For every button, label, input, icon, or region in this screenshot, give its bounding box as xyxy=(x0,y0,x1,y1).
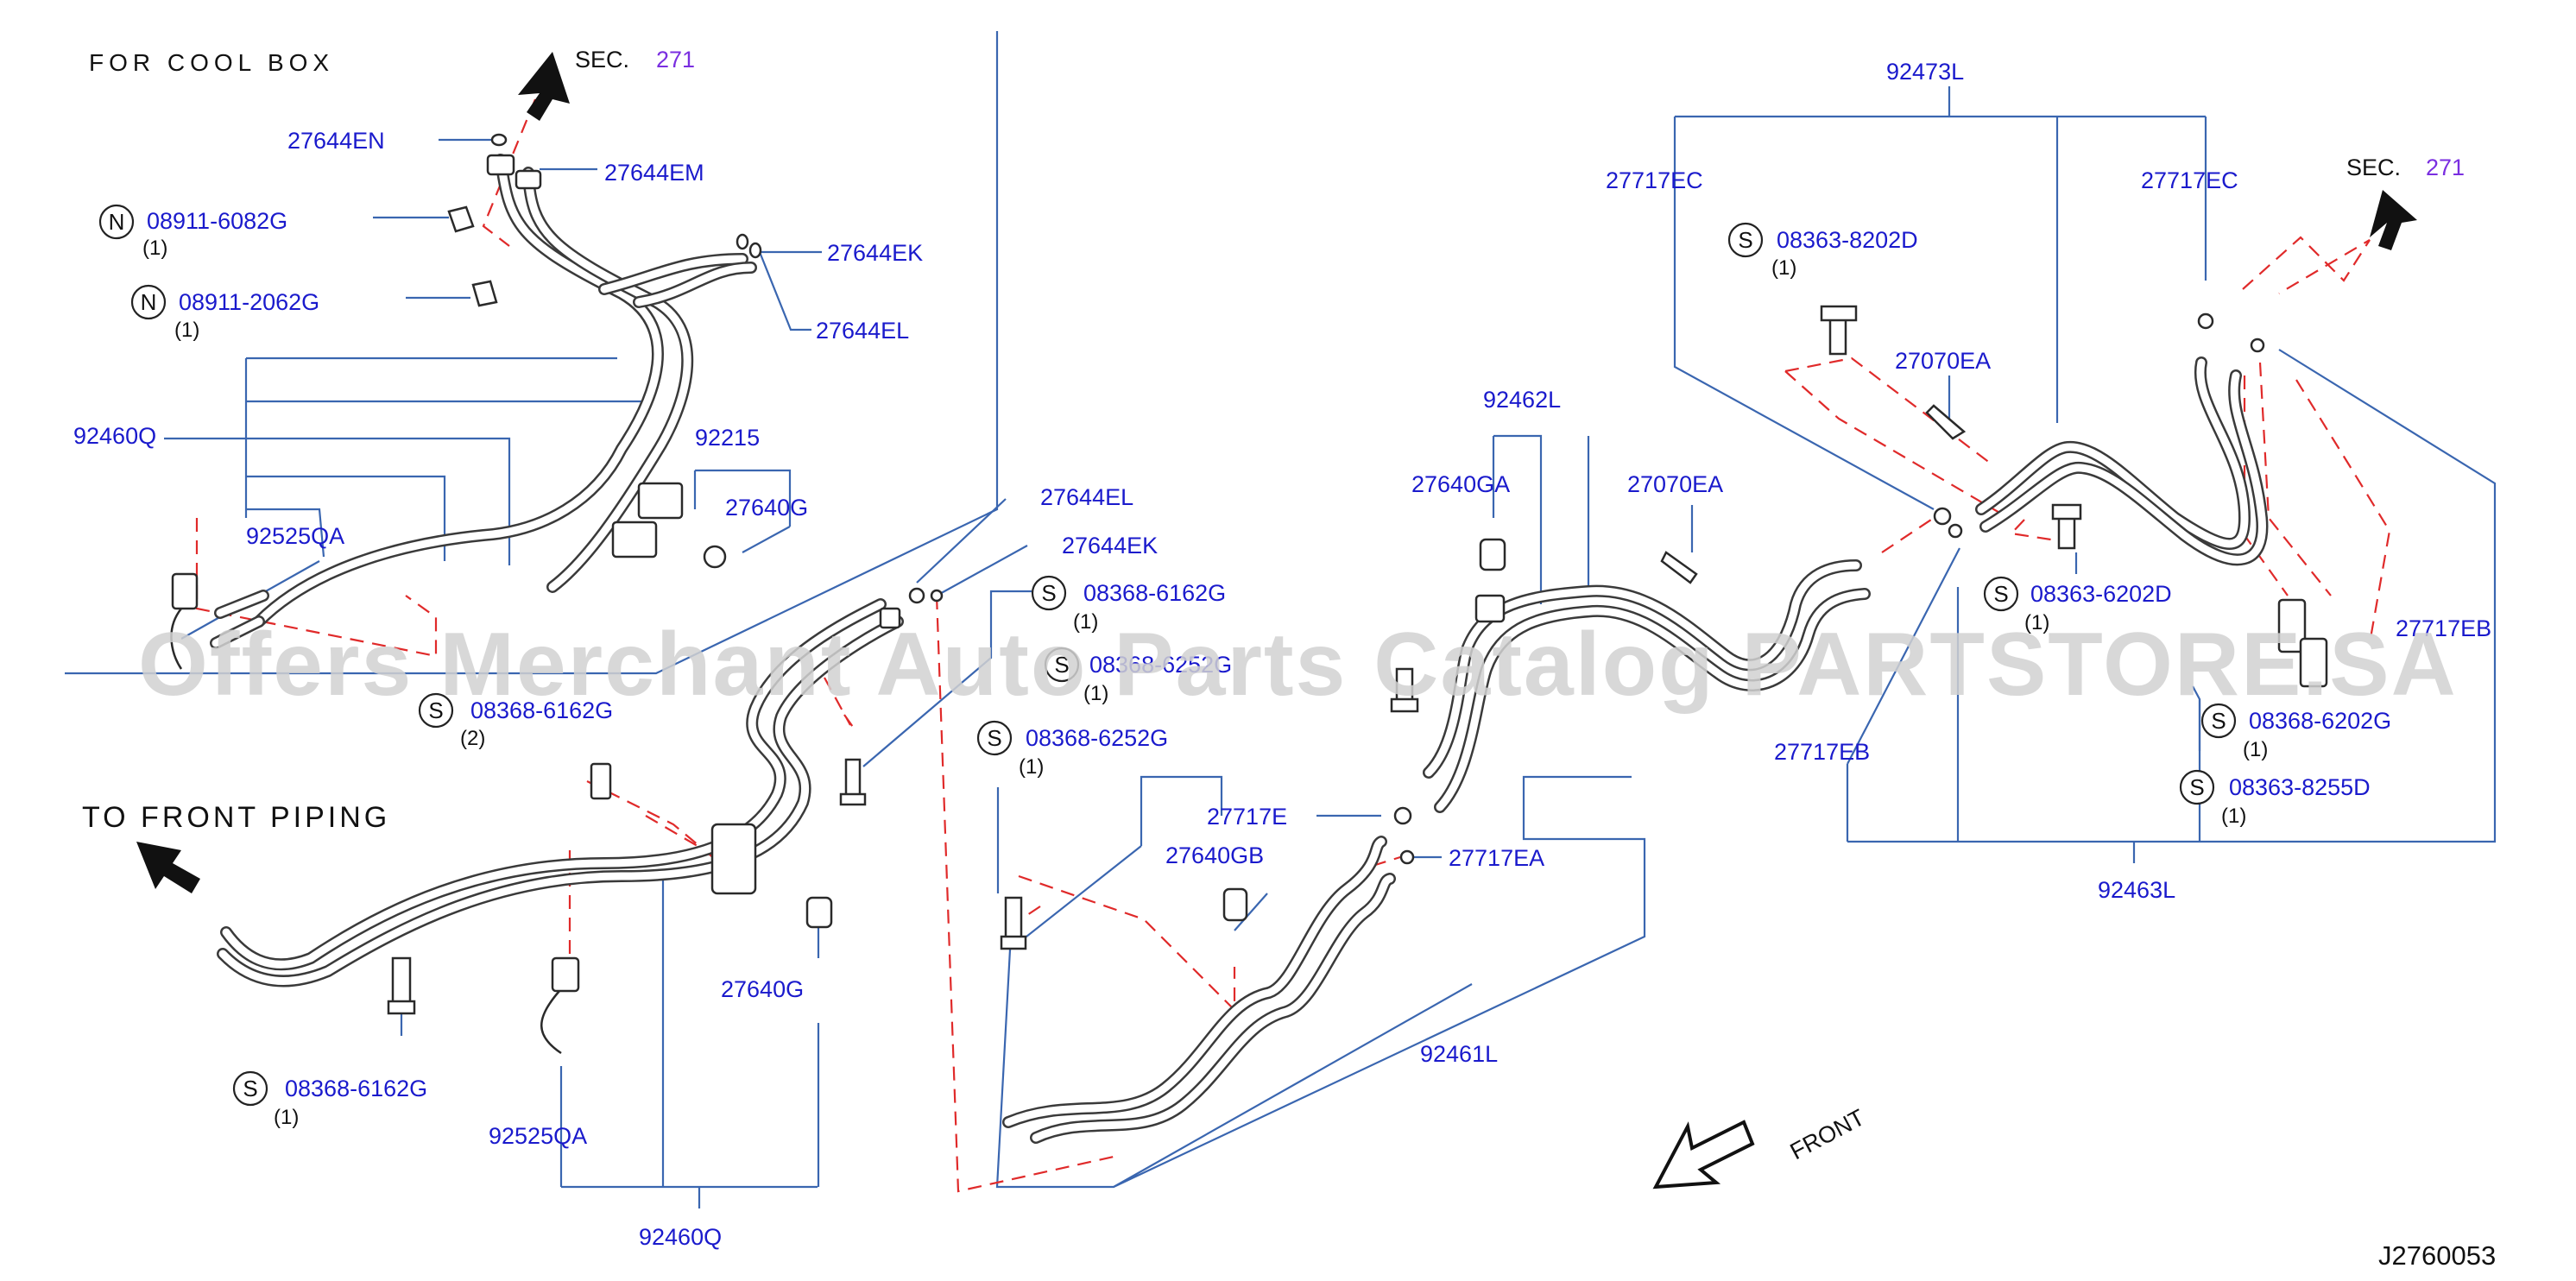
svg-text:08368-6162G: 08368-6162G xyxy=(285,1076,427,1101)
part-27717EC-right[interactable]: 27717EC xyxy=(2141,167,2238,193)
part-27640G-bottom[interactable]: 27640G xyxy=(721,976,804,1002)
callout-s-08363-8255D[interactable]: S 08363-8255D (1) xyxy=(2179,769,2371,828)
svg-text:S: S xyxy=(1993,581,2008,607)
svg-text:08911-6082G: 08911-6082G xyxy=(147,208,287,234)
svg-text:(1): (1) xyxy=(174,319,199,342)
svg-text:08368-6202G: 08368-6202G xyxy=(2249,708,2391,734)
part-27717EC-left[interactable]: 27717EC xyxy=(1606,167,1703,193)
callout-s-08368-6252G-upper[interactable]: S 08368-6252G (1) xyxy=(1044,647,1232,705)
pipes xyxy=(210,154,2269,1144)
sec-271-arrow-left xyxy=(518,52,570,121)
part-27717E[interactable]: 27717E xyxy=(1207,804,1287,830)
to-front-piping-arrow xyxy=(136,842,200,893)
part-27644EK-top[interactable]: 27644EK xyxy=(827,240,923,266)
callout-n-08911-2062G[interactable]: N 08911-2062G (1) xyxy=(130,284,319,342)
hardware-parts xyxy=(170,133,2328,1055)
svg-text:(1): (1) xyxy=(1771,256,1796,280)
part-27640GB[interactable]: 27640GB xyxy=(1165,842,1264,868)
diagram-code: J2760053 xyxy=(2378,1240,2496,1271)
svg-text:S: S xyxy=(2189,774,2204,800)
part-92525QA-top[interactable]: 92525QA xyxy=(246,523,344,549)
part-92462L[interactable]: 92462L xyxy=(1483,387,1561,413)
part-27717EB-left[interactable]: 27717EB xyxy=(1774,739,1870,765)
svg-text:(1): (1) xyxy=(1073,610,1098,634)
front-label: FRONT xyxy=(1786,1104,1869,1164)
svg-text:S: S xyxy=(987,725,1001,751)
svg-text:(1): (1) xyxy=(2243,738,2268,761)
sec-271-arrow-right xyxy=(2370,190,2417,250)
part-27644EM[interactable]: 27644EM xyxy=(604,160,704,186)
direction-arrows xyxy=(136,52,2417,1190)
svg-text:N: N xyxy=(109,209,125,235)
svg-text:S: S xyxy=(243,1076,257,1101)
callout-s-08368-6162G-2[interactable]: S 08368-6162G (2) xyxy=(418,692,613,750)
part-27644EL-top[interactable]: 27644EL xyxy=(816,318,909,344)
svg-text:(1): (1) xyxy=(2024,611,2049,634)
callout-s-08368-6162G-left[interactable]: S 08368-6162G (1) xyxy=(232,1070,427,1129)
part-27717EA[interactable]: 27717EA xyxy=(1449,845,1544,871)
callout-n-08911-6082G[interactable]: N 08911-6082G (1) xyxy=(98,204,287,260)
part-92525QA-bottom[interactable]: 92525QA xyxy=(489,1123,587,1149)
leader-lines xyxy=(65,31,2497,1208)
svg-text:S: S xyxy=(428,697,443,723)
callout-s-08363-6202D[interactable]: S 08363-6202D (1) xyxy=(1983,576,2172,634)
sec-label-left: SEC. xyxy=(575,47,629,73)
part-27070EA-top[interactable]: 27070EA xyxy=(1895,348,1991,374)
part-27717EB-right[interactable]: 27717EB xyxy=(2396,615,2491,641)
part-27644EK-mid[interactable]: 27644EK xyxy=(1062,533,1158,558)
callout-s-08368-6202G[interactable]: S 08368-6202G (1) xyxy=(2200,703,2391,761)
svg-text:08368-6252G: 08368-6252G xyxy=(1089,652,1232,678)
callout-s-08368-6162G-mid[interactable]: S 08368-6162G (1) xyxy=(1031,575,1226,634)
for-cool-box-caption: FOR COOL BOX xyxy=(89,49,334,76)
svg-text:08363-8202D: 08363-8202D xyxy=(1777,227,1918,253)
svg-text:(1): (1) xyxy=(274,1106,299,1129)
svg-text:(1): (1) xyxy=(2221,805,2246,828)
part-92463L[interactable]: 92463L xyxy=(2098,877,2175,903)
svg-text:08368-6252G: 08368-6252G xyxy=(1026,725,1168,751)
svg-text:S: S xyxy=(2211,708,2226,734)
part-92473L[interactable]: 92473L xyxy=(1886,59,1964,85)
to-front-piping-caption: TO FRONT PIPING xyxy=(82,801,390,834)
front-arrow xyxy=(1652,1120,1755,1190)
watermark: Offers Merchant Auto Parts Catalog PARTS… xyxy=(138,615,2458,715)
svg-text:(1): (1) xyxy=(142,237,167,260)
sec-label-right: SEC. xyxy=(2346,155,2401,180)
svg-text:(1): (1) xyxy=(1083,682,1108,705)
svg-text:S: S xyxy=(1041,580,1056,606)
svg-text:08368-6162G: 08368-6162G xyxy=(1083,580,1226,606)
callout-s-08363-8202D[interactable]: S 08363-8202D (1) xyxy=(1727,222,1918,280)
svg-text:(2): (2) xyxy=(460,727,485,750)
part-27070EA-mid[interactable]: 27070EA xyxy=(1627,471,1723,497)
svg-text:N: N xyxy=(141,289,157,315)
part-92215[interactable]: 92215 xyxy=(695,425,760,451)
part-27640GA[interactable]: 27640GA xyxy=(1411,471,1510,497)
part-92460Q-bottom[interactable]: 92460Q xyxy=(639,1224,722,1250)
svg-text:08368-6162G: 08368-6162G xyxy=(470,697,613,723)
svg-text:08363-6202D: 08363-6202D xyxy=(2030,581,2172,607)
sec-number-left[interactable]: 271 xyxy=(656,47,695,73)
svg-text:08911-2062G: 08911-2062G xyxy=(179,289,319,315)
part-92461L[interactable]: 92461L xyxy=(1420,1041,1498,1067)
svg-text:(1): (1) xyxy=(1019,755,1044,779)
part-92460Q-left[interactable]: 92460Q xyxy=(73,423,156,449)
part-27644EL-mid[interactable]: 27644EL xyxy=(1040,484,1133,510)
part-27640G-top[interactable]: 27640G xyxy=(725,495,808,521)
svg-text:S: S xyxy=(1054,652,1069,678)
svg-text:S: S xyxy=(1738,227,1752,253)
sec-number-right[interactable]: 271 xyxy=(2426,155,2465,180)
callout-s-08368-6252G-lower[interactable]: S 08368-6252G (1) xyxy=(976,720,1168,779)
fastener-callouts: N 08911-6082G (1) N 08911-2062G (1) S 08… xyxy=(98,204,2391,1129)
part-27644EN[interactable]: 27644EN xyxy=(287,128,385,154)
svg-text:08363-8255D: 08363-8255D xyxy=(2229,774,2371,800)
